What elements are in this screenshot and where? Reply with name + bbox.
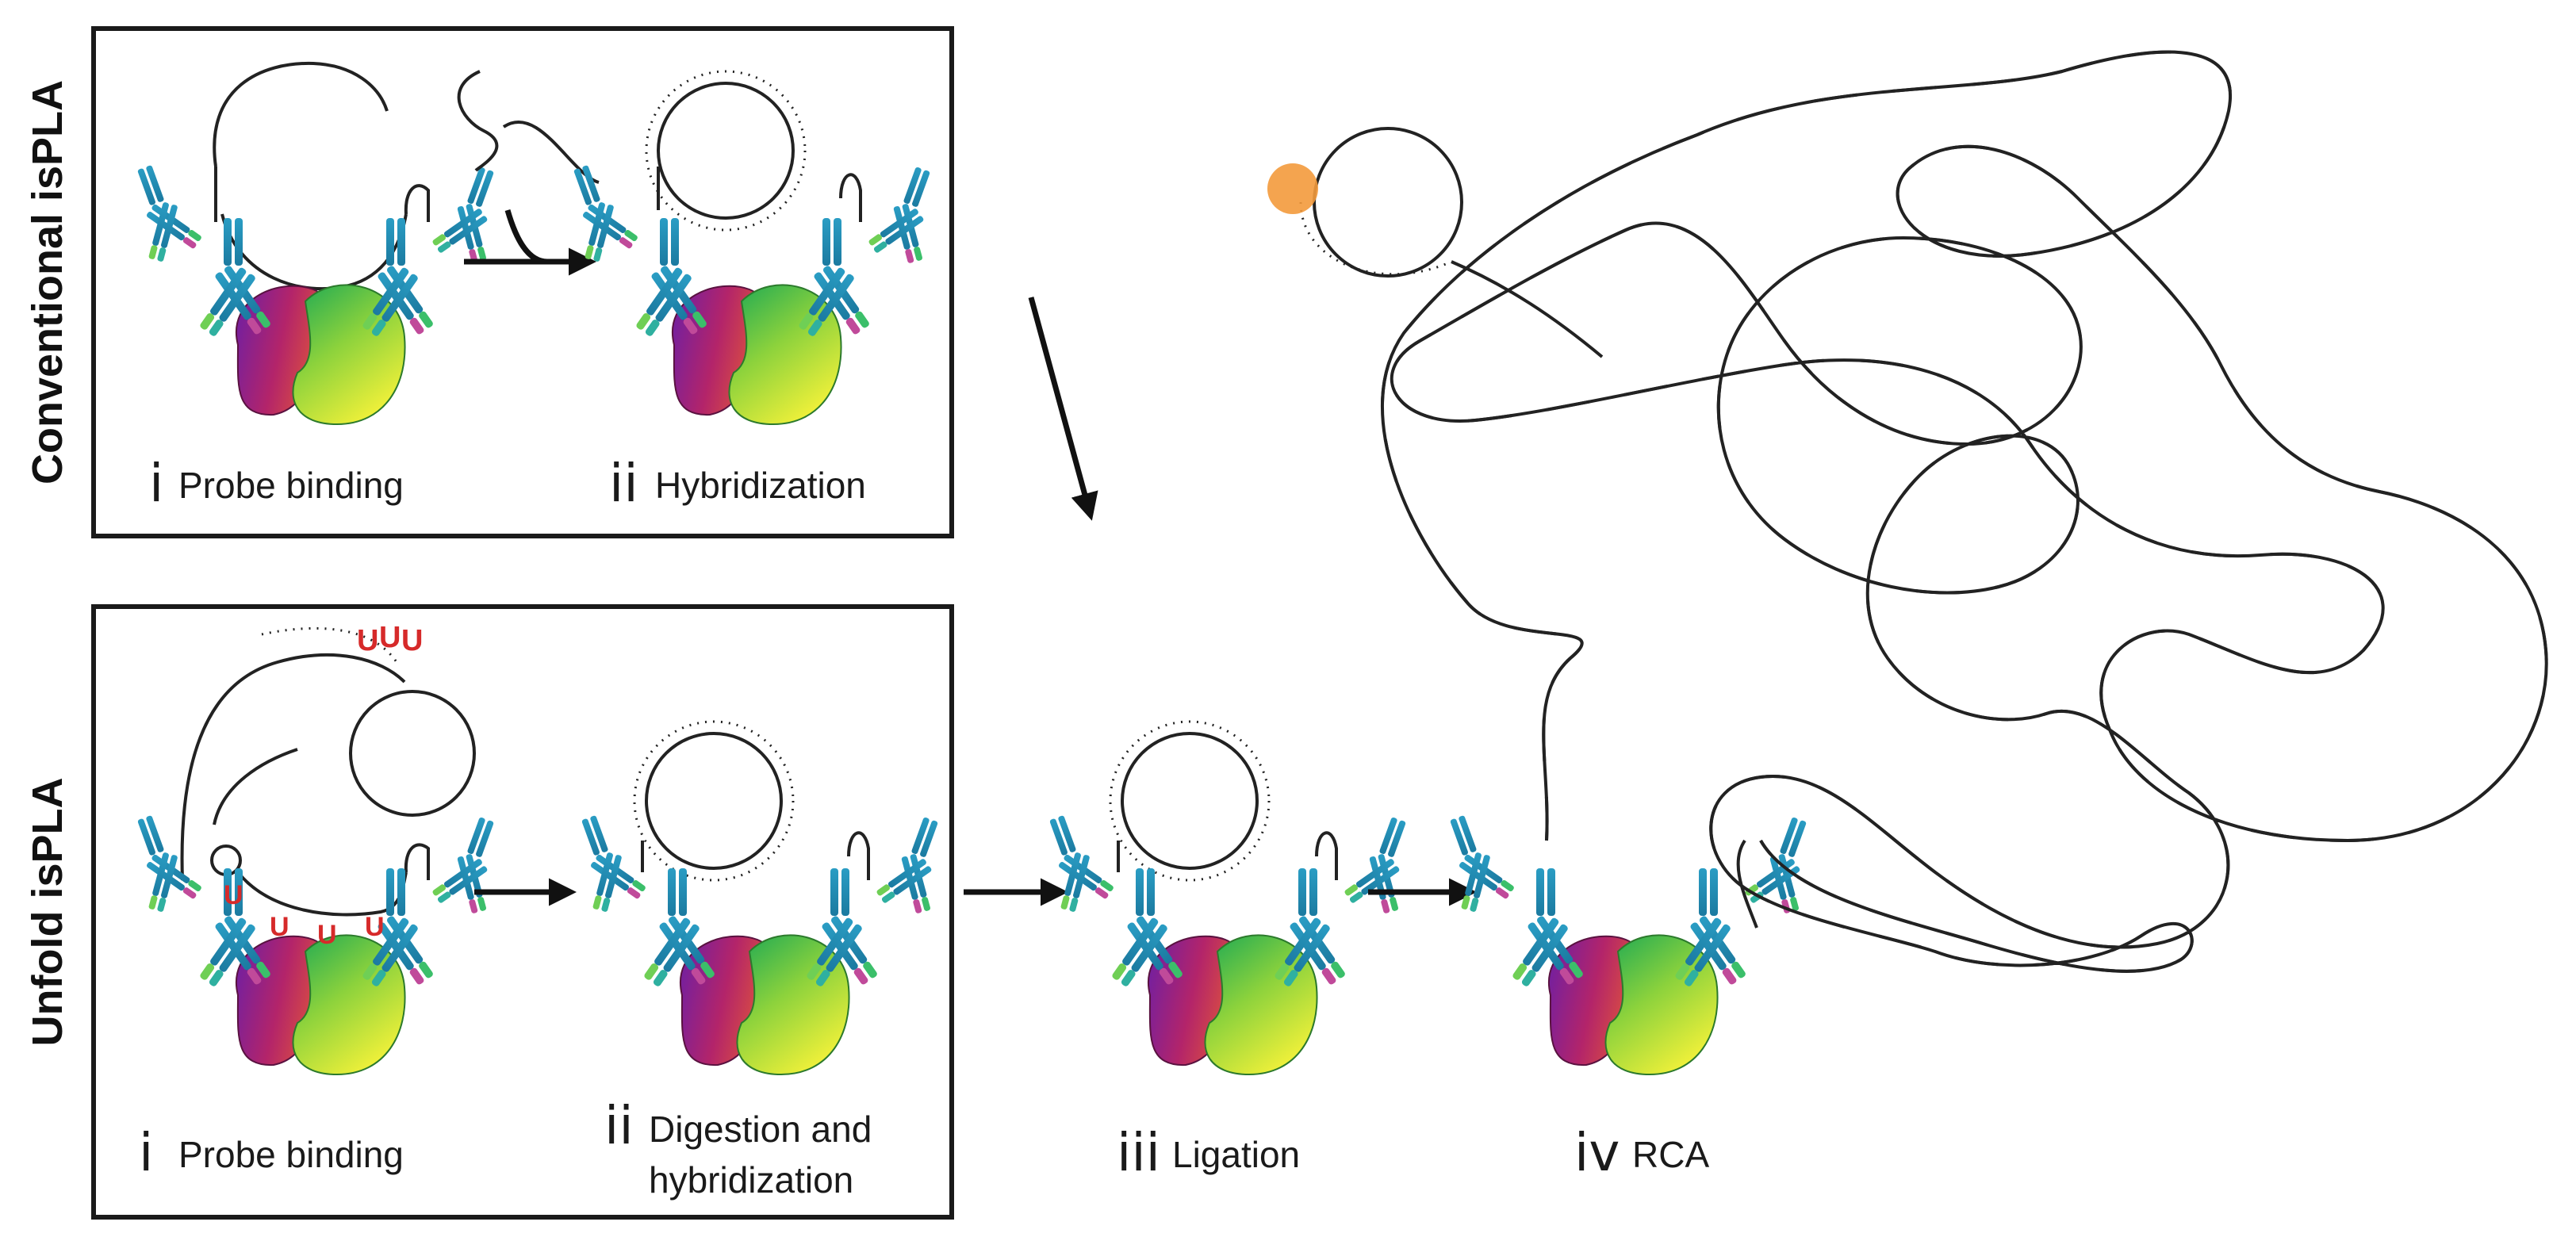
conventional-step-i-figure bbox=[119, 61, 516, 424]
rca-template-circle bbox=[1267, 127, 1463, 278]
unfold-step-i-label: Probe binding bbox=[178, 1134, 404, 1175]
conventional-step-ii-label: Hybridization bbox=[655, 465, 866, 506]
ligation-step-numeral: iii bbox=[1117, 1122, 1160, 1183]
conventional-panel-frame bbox=[91, 26, 954, 538]
conventional-step-arrow bbox=[464, 209, 596, 276]
rca-step-label: RCA bbox=[1632, 1134, 1709, 1175]
uracil-mark: U bbox=[224, 880, 243, 910]
unfold-step-ii-label-line1: Digestion and bbox=[649, 1109, 872, 1150]
fluorophore-dot bbox=[1267, 163, 1318, 214]
conventional-step-ii-figure bbox=[555, 70, 953, 424]
ligation-figure bbox=[1031, 720, 1428, 1074]
unfold-panel-frame bbox=[91, 604, 954, 1220]
diagonal-arrow bbox=[1028, 297, 1098, 521]
conventional-step-i-numeral: i bbox=[149, 453, 163, 514]
unfold-step-i-numeral: i bbox=[139, 1122, 153, 1183]
uracil-mark: U bbox=[401, 624, 423, 657]
unfold-panel-title: Unfold isPLA bbox=[24, 778, 71, 1047]
uracil-mark: U bbox=[317, 920, 337, 950]
unfold-step-ii-numeral: ii bbox=[604, 1095, 634, 1156]
uracil-mark: U bbox=[270, 912, 289, 942]
unfold-step-ii-label-line2: hybridization bbox=[649, 1159, 853, 1201]
uracil-mark: U bbox=[379, 621, 401, 654]
rca-antibody-assembly bbox=[1432, 807, 1829, 1074]
uracil-mark: U bbox=[357, 624, 378, 657]
conventional-free-strand bbox=[457, 70, 600, 184]
conventional-step-i-label: Probe binding bbox=[178, 465, 404, 506]
uracil-mark: U bbox=[365, 912, 385, 942]
unfold-step-i-figure: U U U U U U U bbox=[119, 621, 516, 1074]
rca-product-coil bbox=[1382, 52, 2547, 971]
conventional-panel-title: Conventional isPLA bbox=[24, 80, 71, 484]
rca-step-numeral: iv bbox=[1574, 1122, 1620, 1183]
conventional-step-ii-numeral: ii bbox=[609, 453, 638, 514]
unfold-step-ii-figure bbox=[563, 720, 960, 1074]
ligation-step-label: Ligation bbox=[1172, 1134, 1300, 1175]
